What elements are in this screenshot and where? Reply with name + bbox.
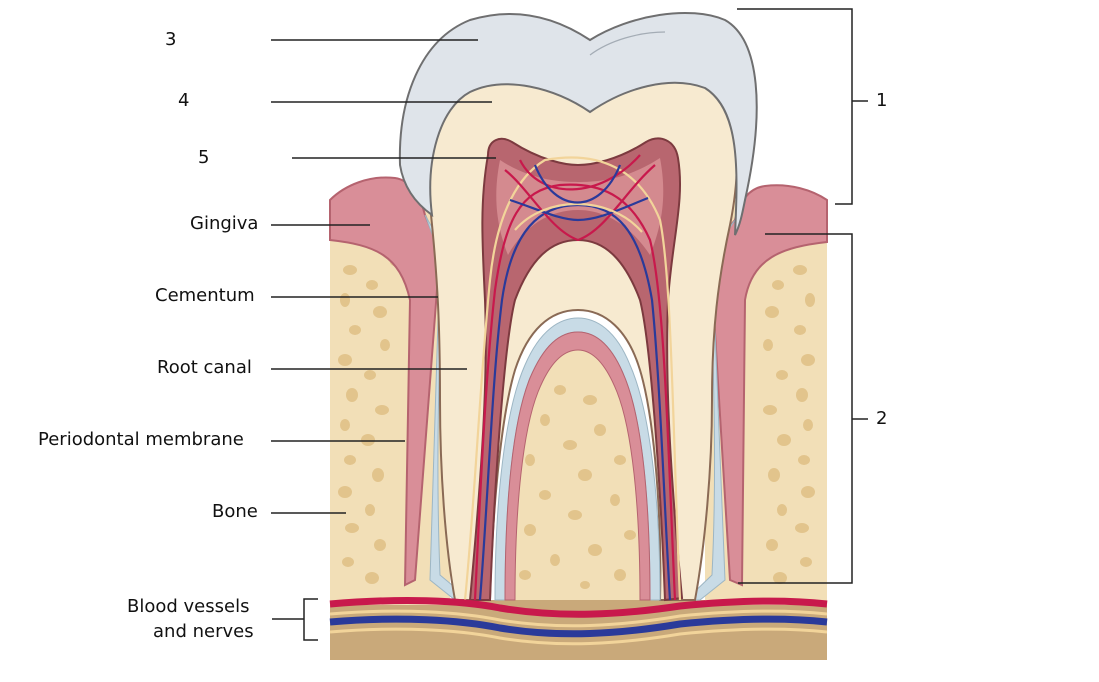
enamel bbox=[398, 11, 758, 236]
pulp-chamber-inner bbox=[496, 158, 664, 255]
gingiva-left bbox=[329, 176, 442, 587]
label-pulp-number: 5 bbox=[198, 147, 210, 168]
label-root-number: 2 bbox=[876, 408, 888, 429]
root-inner-gum bbox=[504, 331, 651, 601]
label-enamel-number: 3 bbox=[165, 29, 177, 50]
label-vessels-line2: and nerves bbox=[153, 621, 254, 642]
label-dentin-number: 4 bbox=[178, 90, 190, 111]
label-periodontal-membrane: Periodontal membrane bbox=[38, 429, 244, 450]
label-root-canal: Root canal bbox=[157, 357, 252, 378]
pulp-vessels bbox=[463, 154, 682, 601]
label-bone: Bone bbox=[212, 501, 258, 522]
enamel-highlight bbox=[589, 31, 666, 56]
vessel-band bbox=[329, 597, 828, 646]
label-crown-number: 1 bbox=[876, 90, 888, 111]
label-vessels-line1: Blood vessels bbox=[127, 596, 250, 617]
label-gingiva: Gingiva bbox=[190, 213, 259, 234]
bone-center-pores bbox=[519, 385, 636, 589]
label-cementum: Cementum bbox=[155, 285, 255, 306]
pulp-cavity bbox=[468, 137, 684, 602]
bone-pores bbox=[338, 258, 815, 584]
leader-lines bbox=[271, 8, 868, 641]
bone-center bbox=[505, 345, 650, 600]
